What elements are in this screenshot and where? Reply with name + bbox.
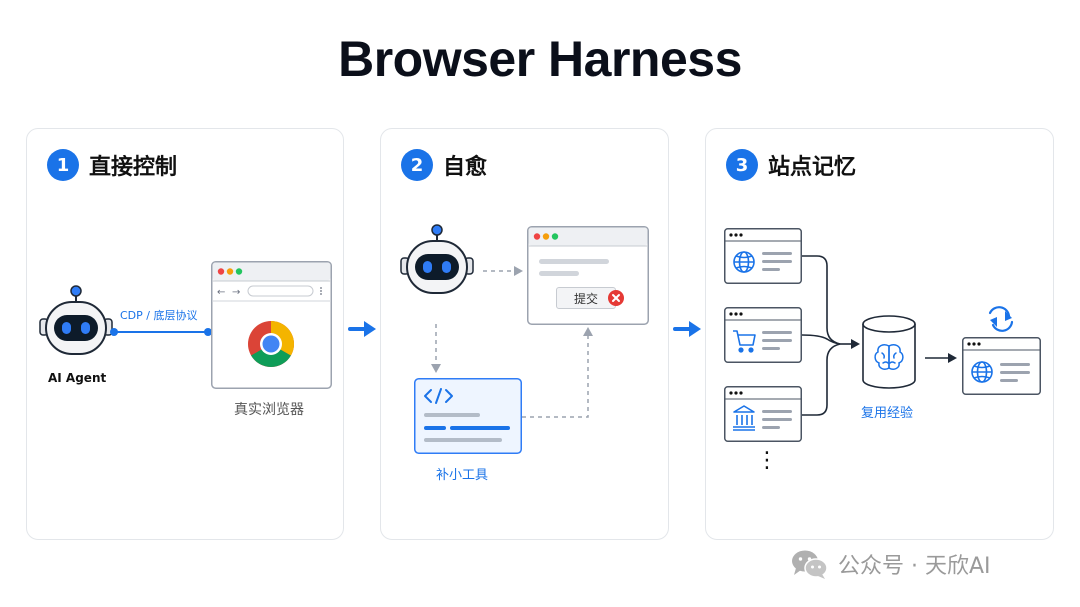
globe-icon <box>971 361 993 383</box>
next-arrow-icon <box>348 321 376 337</box>
step-title: 站点记忆 <box>768 155 857 180</box>
memory-database <box>862 315 916 389</box>
watermark-text: 公众号 · 天欣AI <box>838 554 991 579</box>
agent-label: AI Agent <box>48 371 107 385</box>
browser-label: 真实浏览器 <box>234 402 304 418</box>
tool-label: 补小工具 <box>436 468 489 483</box>
refresh-icon <box>988 306 1014 332</box>
protocol-label: CDP / 底层协议 <box>120 309 198 322</box>
browser-window: ← → <box>211 261 332 389</box>
step-title: 直接控制 <box>89 155 178 180</box>
code-tool-card <box>414 378 522 454</box>
next-arrow-icon <box>673 321 701 337</box>
svg-text:→: → <box>232 287 240 298</box>
robot-icon <box>39 285 113 355</box>
submit-label: 提交 <box>573 291 598 306</box>
globe-icon <box>733 251 755 273</box>
watermark: 公众号 · 天欣AI <box>790 548 991 580</box>
page-title: Browser Harness <box>338 31 742 87</box>
step-number: 3 <box>726 149 758 181</box>
cart-icon <box>733 330 756 353</box>
step-header: 1 直接控制 <box>47 149 177 181</box>
error-icon <box>608 290 624 306</box>
brain-icon <box>874 344 904 370</box>
wechat-icon <box>792 550 828 579</box>
step-number: 2 <box>401 149 433 181</box>
flow-arrows <box>431 266 593 418</box>
site-card-bank <box>724 386 802 442</box>
step-number: 1 <box>47 149 79 181</box>
robot-icon <box>400 224 474 294</box>
step-header: 2 自愈 <box>401 149 487 181</box>
bank-icon <box>733 405 755 431</box>
more-sites-indicator: ⋮ <box>756 448 778 473</box>
memory-label: 复用经验 <box>861 406 914 421</box>
panel-self-healing: 2 自愈 <box>380 128 669 540</box>
chrome-logo-icon <box>248 321 295 368</box>
step-title: 自愈 <box>443 155 488 180</box>
site-memory-diagram <box>724 228 1041 442</box>
site-card-cart <box>724 307 802 363</box>
step-header: 3 站点记忆 <box>726 149 856 181</box>
output-card-globe <box>962 337 1041 395</box>
cdp-connector <box>110 328 212 336</box>
code-icon <box>424 388 453 404</box>
site-card-globe <box>724 228 802 284</box>
svg-text:←: ← <box>217 287 225 298</box>
browser-window <box>527 226 649 325</box>
